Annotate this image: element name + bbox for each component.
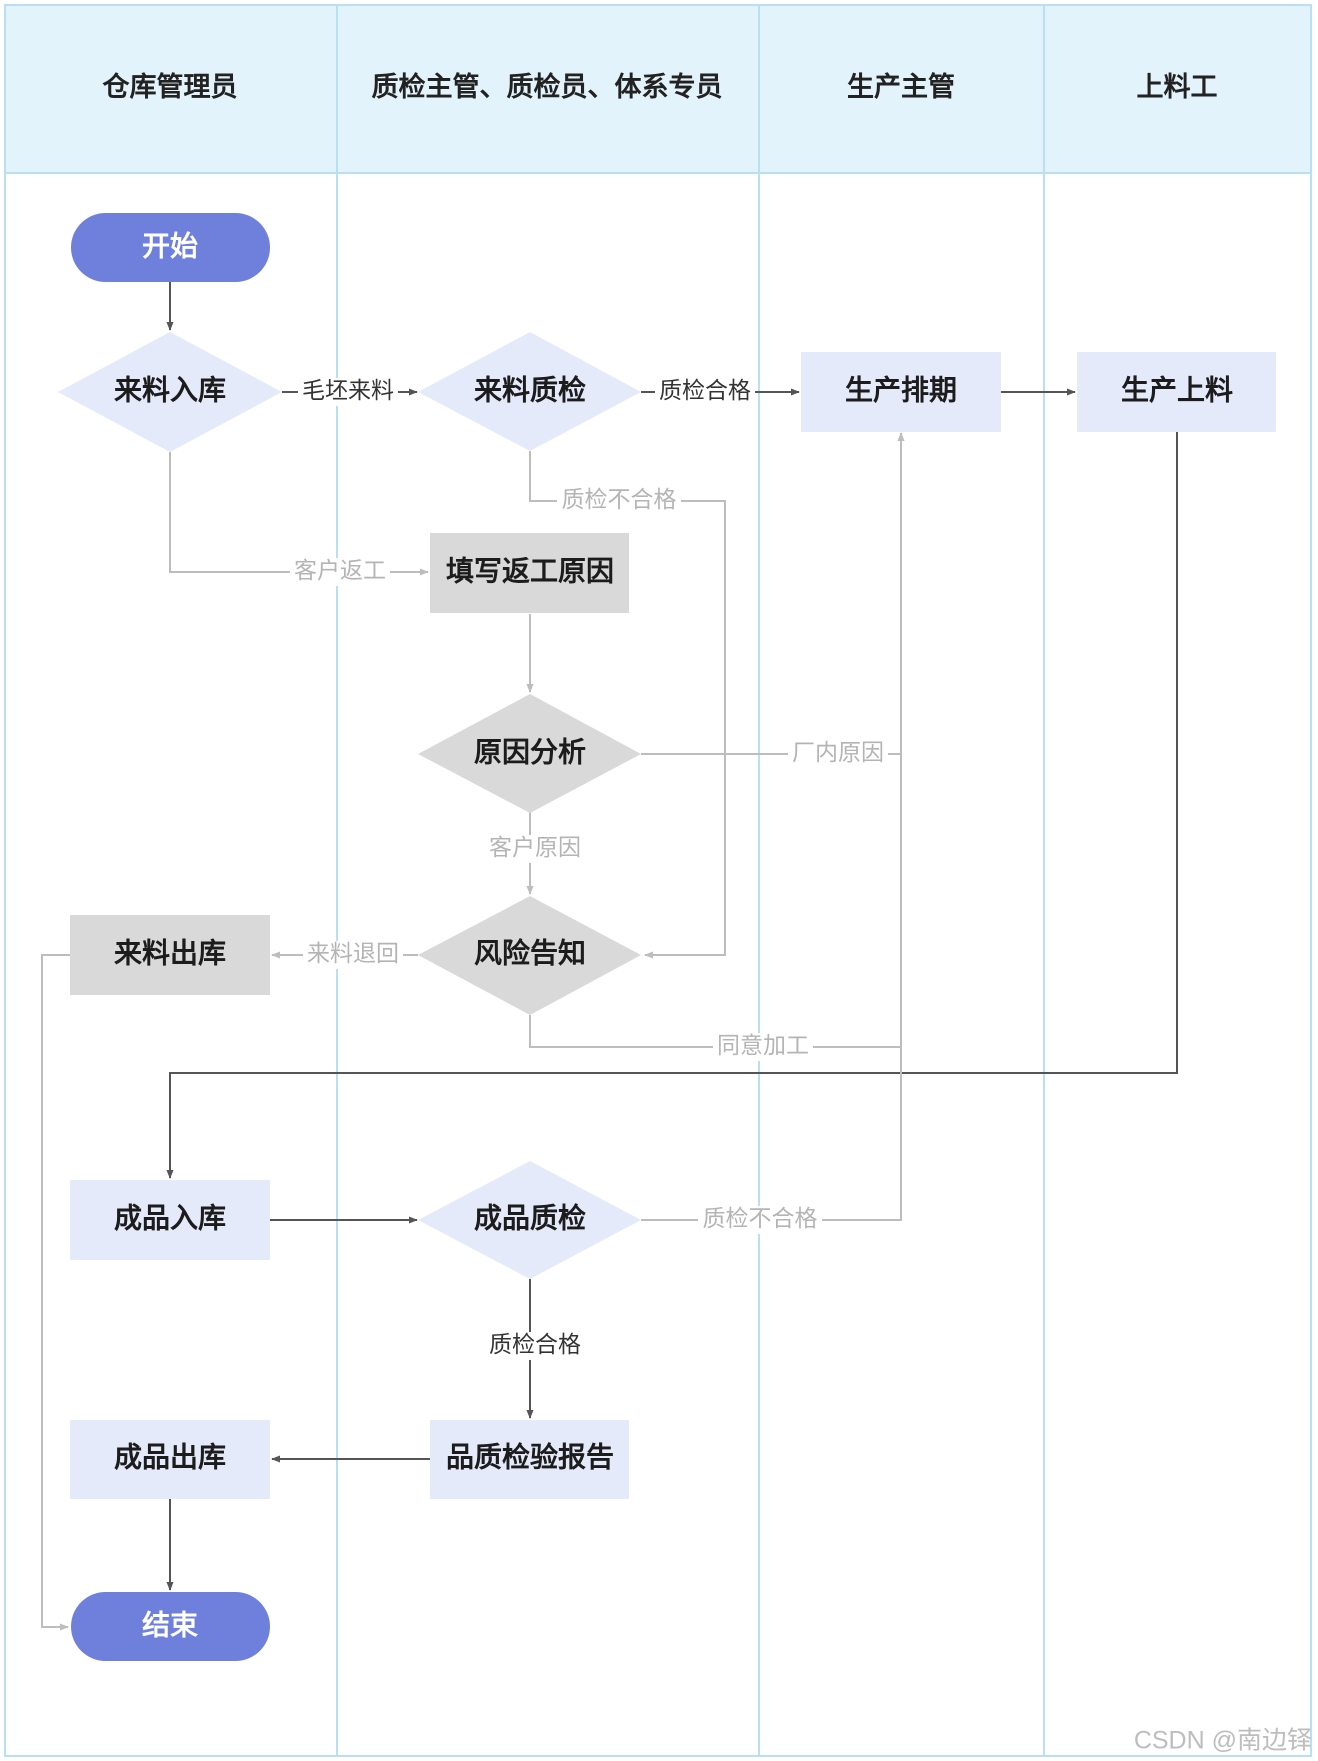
connectors-dark (166, 282, 1178, 1591)
edge-labels: 毛坯来料 质检合格 质检不合格 客户返工 厂内原因 客户原因 来料退回 同意加工… (290, 377, 888, 1360)
incoming-storage-label: 来料入库 (114, 374, 226, 405)
product-outbound-box (70, 1420, 270, 1499)
risk-notice-diamond (418, 896, 641, 1015)
lane-outer-border (4, 4, 1312, 1757)
quality-report-box (430, 1420, 629, 1499)
edge-label-qc-fail-2: 质检不合格 (703, 1205, 818, 1231)
nodes: 开始 来料入库 来料质检 生产排期 生产上料 填写返工原因 原因分析 来料出库 … (58, 213, 1276, 1661)
start-label: 开始 (142, 230, 198, 261)
lane-title-quality-team: 质检主管、质检员、体系专员 (372, 71, 723, 102)
edge-label-qc-pass-1: 质检合格 (659, 377, 751, 403)
fill-rework-reason-box (430, 533, 629, 613)
edge-label-agree-processing: 同意加工 (717, 1032, 809, 1058)
lane-title-warehouse-manager: 仓库管理员 (102, 72, 238, 102)
product-outbound-label: 成品出库 (114, 1441, 226, 1472)
lane-title-feeding-worker: 上料工 (1137, 72, 1218, 102)
end-label: 结束 (142, 1609, 198, 1640)
incoming-outbound-label: 来料出库 (114, 937, 226, 968)
watermark: CSDN @南边铎 (1134, 1727, 1312, 1755)
edge-label-qc-fail-1: 质检不合格 (562, 486, 677, 512)
connectors-grey (41, 432, 905, 1631)
edge-label-material-return: 来料退回 (307, 940, 399, 966)
edge-label-customer-rework: 客户返工 (294, 557, 386, 583)
risk-notice-label: 风险告知 (474, 936, 586, 968)
edge-label-rough-material: 毛坯来料 (302, 377, 394, 403)
lane-title-production-supervisor: 生产主管 (847, 72, 955, 102)
edge-incoming-outbound-to-end (41, 954, 70, 1631)
swimlanes: 仓库管理员 质检主管、质检员、体系专员 生产主管 上料工 (4, 4, 1312, 1757)
edge-customer-rework (169, 452, 429, 576)
edge-label-qc-pass-2: 质检合格 (489, 1331, 581, 1357)
start-terminal (71, 213, 270, 282)
end-terminal (71, 1592, 270, 1661)
edge-incoming-qc-fail (529, 451, 726, 959)
production-schedule-label: 生产排期 (845, 374, 957, 405)
product-qc-label: 成品质检 (474, 1201, 586, 1233)
edge-analysis-factory-cause (641, 432, 905, 755)
incoming-qc-diamond (418, 332, 641, 451)
production-feeding-label: 生产上料 (1121, 374, 1233, 405)
incoming-outbound-box (70, 915, 270, 995)
edge-label-customer-cause: 客户原因 (489, 834, 581, 860)
lane-header-band (5, 5, 1311, 173)
product-storage-label: 成品入库 (114, 1202, 226, 1233)
product-storage-box (70, 1180, 270, 1260)
fill-rework-reason-label: 填写返工原因 (446, 555, 614, 586)
production-schedule-box (801, 352, 1001, 432)
cause-analysis-label: 原因分析 (474, 736, 586, 767)
edge-label-factory-cause: 厂内原因 (792, 739, 884, 765)
incoming-storage-diamond (58, 332, 282, 452)
incoming-qc-label: 来料质检 (474, 373, 586, 405)
production-feeding-box (1077, 352, 1276, 432)
product-qc-diamond (418, 1161, 641, 1279)
edge-product-qc-fail (641, 754, 902, 1221)
quality-report-label: 品质检验报告 (446, 1440, 614, 1472)
cause-analysis-diamond (418, 694, 641, 813)
edge-feeding-to-product-storage (166, 432, 1178, 1179)
